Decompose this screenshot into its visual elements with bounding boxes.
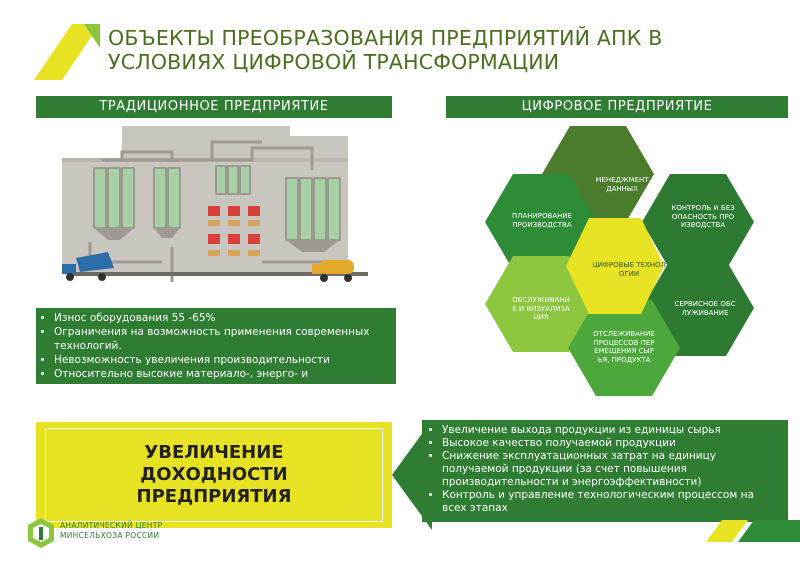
factory-illustration [62, 126, 368, 282]
highlight-box: УВЕЛИЧЕНИЕ ДОХОДНОСТИ ПРЕДПРИЯТИЯ [36, 422, 392, 528]
hexagon-bottom [568, 300, 680, 396]
digital-benefits-list: Увеличение выхода продукции из единицы с… [422, 420, 788, 522]
hexagon-diagram [485, 126, 754, 396]
hexagon-lower-right-label: СЕРВИСНОЕ ОБСЛУЖИВАНИЕ [674, 300, 736, 317]
hexagon-upper-left-label: ПЛАНИРОВАНИЕ ПРОИЗВОДСТВА [511, 212, 573, 229]
digital-enterprise-header: ЦИФРОВОЕ ПРЕДПРИЯТИЕ [446, 96, 788, 118]
title-line-2: УСЛОВИЯХ ЦИФРОВОЙ ТРАНСФОРМАЦИИ [108, 50, 560, 74]
traditional-problems-list: Износ оборудования 55 -65% Ограничения н… [36, 308, 396, 384]
list-item: Увеличение выхода продукции из единицы с… [442, 424, 780, 437]
list-item: Износ оборудования 55 -65% [54, 311, 390, 325]
analytical-center-logo-icon [28, 518, 54, 548]
hexagon-lower-left [485, 256, 597, 352]
yellow-tanker-truck [312, 260, 354, 282]
list-item: Невозможность увеличения производительно… [54, 353, 390, 367]
hexagon-upper-right-label: КОНТРОЛЬ И БЕЗОПАСНОСТЬ ПРОИЗВОДСТВА [671, 204, 735, 229]
organization-name: АНАЛИТИЧЕСКИЙ ЦЕНТР МИНСЕЛЬХОЗА РОССИИ [60, 521, 162, 541]
corner-stripes-decoration [34, 24, 100, 80]
highlight-text: УВЕЛИЧЕНИЕ ДОХОДНОСТИ ПРЕДПРИЯТИЯ [45, 428, 383, 522]
org-line-2: МИНСЕЛЬХОЗА РОССИИ [60, 531, 160, 540]
list-item: Высокое качество получаемой продукции [442, 437, 780, 450]
hexagon-bottom-label: ОТСЛЕЖИВАНИЕ ПРОЦЕССОВ ПЕРЕМЕЩЕНИЯ СЫРЬЯ… [593, 330, 655, 364]
list-item: Ограничения на возможность применения со… [54, 325, 390, 353]
highlight-line-3: ПРЕДПРИЯТИЯ [136, 486, 292, 507]
hexagon-upper-right [642, 174, 754, 270]
highlight-line-1: УВЕЛИЧЕНИЕ [144, 442, 284, 463]
org-line-1: АНАЛИТИЧЕСКИЙ ЦЕНТР [60, 521, 163, 530]
list-item: Относительно высокие материало-, энерго-… [54, 367, 390, 384]
hexagon-upper-left [485, 174, 597, 270]
page-title: ОБЪЕКТЫ ПРЕОБРАЗОВАНИЯ ПРЕДПРИЯТИЙ АПК В… [108, 26, 748, 74]
hexagon-center [566, 218, 664, 314]
corner-stripes-bottom-decoration [706, 520, 800, 542]
blue-truck [62, 252, 114, 281]
list-item: Контроль и управление технологическим пр… [442, 489, 780, 515]
list-item: Снижение эксплуатационных затрат на един… [442, 450, 780, 489]
hexagon-top-label: МЕНЕДЖМЕНТ ДАННЫХ [595, 176, 649, 193]
hexagon-lower-left-label: ОБСЛУЖИВАНИЕ И ВИЗУАЛИЗАЦИЯ [512, 296, 570, 321]
hexagon-center-label: ЦИФРОВЫЕ ТЕХНОЛОГИИ [592, 261, 666, 278]
highlight-line-2: ДОХОДНОСТИ [140, 464, 288, 485]
title-line-1: ОБЪЕКТЫ ПРЕОБРАЗОВАНИЯ ПРЕДПРИЯТИЙ АПК В [108, 26, 663, 50]
traditional-enterprise-header: ТРАДИЦИОННОЕ ПРЕДПРИЯТИЕ [36, 96, 392, 118]
